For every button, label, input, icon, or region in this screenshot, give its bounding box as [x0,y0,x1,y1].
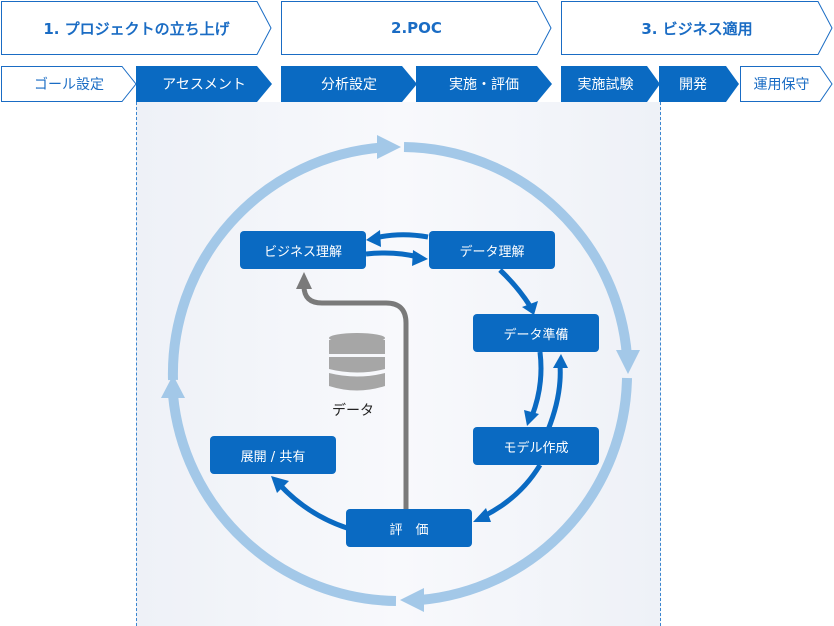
process-arrowheads [271,230,568,522]
step-label: 運用保守 [753,77,810,93]
node-business-understanding: ビジネス理解 [240,231,366,269]
step-execution-evaluation: 実施・評価 [416,66,552,102]
phase-label: 3. ビジネス適用 [641,19,753,38]
arrow-up-icon [161,375,185,398]
arrow-left-icon [400,588,424,612]
arrowhead-icon [524,410,539,426]
step-goal-setting: ゴール設定 [1,66,137,102]
node-label: ビジネス理解 [263,244,342,260]
arrowhead-icon [271,476,289,493]
chevron-outline-shape [1,66,137,102]
step-label: ゴール設定 [34,77,104,93]
node-label: 展開 / 共有 [240,449,306,465]
arrow-business-to-data [365,250,419,260]
chevron-filled-shape [136,66,272,102]
arrow-down-icon [616,350,640,374]
node-modeling: モデル作成 [473,427,599,465]
chevron-filled-shape [416,66,552,102]
chevron-outline-shape [281,1,552,55]
phase-project-kickoff: 1. プロジェクトの立ち上げ [1,1,272,55]
arrowhead-icon [412,250,428,266]
chevron-outline-shape [561,1,833,55]
arrow-model-to-eval [482,463,543,519]
step-label: アセスメント [162,77,246,93]
node-deployment: 展開 / 共有 [210,436,336,474]
node-label: データ理解 [459,244,525,260]
step-label: 分析設定 [321,77,377,93]
node-evaluation: 評 価 [346,509,472,547]
step-development: 開発 [659,66,739,102]
node-data-understanding: データ理解 [429,231,555,269]
process-arrows [278,232,563,531]
node-data-preparation: データ準備 [473,314,599,352]
step-label: 実施・評価 [449,77,519,93]
arrow-dataund-to-prep [498,268,533,308]
arrow-model-to-prep [545,364,563,431]
chevron-outline-shape [1,1,272,55]
phase-label: 2.POC [391,19,442,37]
arrow-data-to-business [374,232,429,241]
feedback-arrow-line [301,285,409,510]
arrow-prep-to-model [529,351,544,417]
database-icon [329,333,385,391]
arrowhead-icon [473,508,491,522]
feedback-arrow-head-icon [296,272,312,289]
node-label: 評 価 [389,522,429,538]
database-label: データ [332,403,374,419]
arrowhead-icon [522,301,538,315]
phase-label: 1. プロジェクトの立ち上げ [43,19,230,38]
step-operation-maintenance: 運用保守 [740,66,833,102]
step-label: 実施試験 [577,77,634,93]
outer-cycle-ring [167,142,632,606]
step-label: 開発 [679,77,707,93]
outer-arc-top-right [403,142,632,357]
outer-arc-bottom-left [168,394,397,606]
step-trial-run: 実施試験 [561,66,660,102]
chevron-filled-shape [561,66,660,102]
chevron-outline-shape [740,66,833,102]
step-assessment: アセスメント [136,66,272,102]
phase-business-application: 3. ビジネス適用 [561,1,833,55]
outer-arc-bottom-right [419,377,632,605]
node-label: モデル作成 [503,440,569,456]
arrow-right-icon [377,135,401,159]
arrow-eval-to-deploy [278,483,348,531]
node-label: データ準備 [503,327,569,343]
outer-arc-top-left [167,142,383,381]
chevron-filled-shape [659,66,739,102]
arrowhead-icon [553,354,568,368]
step-analysis-setup: 分析設定 [281,66,417,102]
phase-poc: 2.POC [281,1,552,55]
arrowhead-icon [366,230,381,247]
outer-ring-arrowheads [161,135,640,612]
chevron-filled-shape [281,66,417,102]
